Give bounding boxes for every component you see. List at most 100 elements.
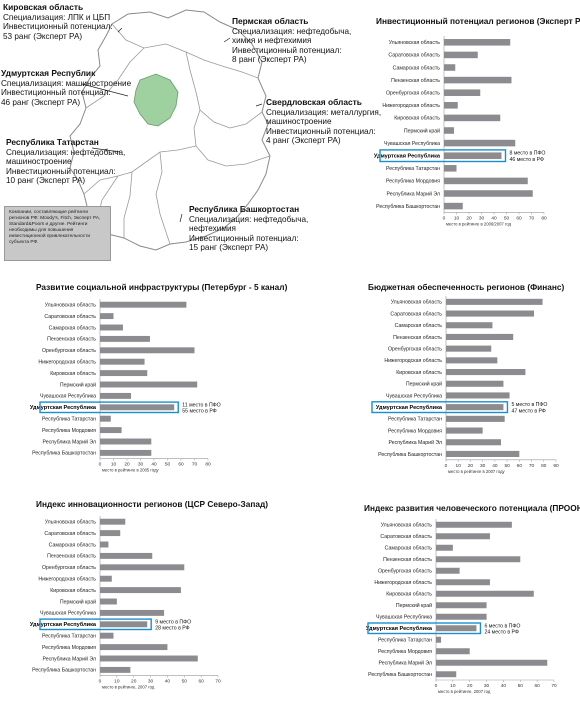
region-name: Республика Татарстан xyxy=(6,137,99,147)
x-tick-label: 80 xyxy=(541,463,547,469)
category-label: Республика Марий Эл xyxy=(42,438,96,445)
region-info-kirov: Кировская область Специализация: ЛПК и Ц… xyxy=(3,2,113,41)
category-label: Пензенская область xyxy=(393,335,442,341)
chart-investment-potential: Инвестиционный потенциал регионов (Экспе… xyxy=(374,16,580,266)
rank-annotation: 9 место в ПФО xyxy=(155,619,191,625)
region-line: машиностроение xyxy=(266,117,332,127)
bar xyxy=(444,177,528,185)
bar xyxy=(444,165,457,172)
bar xyxy=(100,530,121,537)
category-label: Республика Башкортостан xyxy=(378,452,442,458)
bar xyxy=(100,449,152,456)
region-line: Инвестиционный потенциал: xyxy=(266,126,376,136)
region-line: Специализация: ЛПК и ЦБП xyxy=(3,12,111,22)
bar xyxy=(436,671,457,678)
category-label: Республика Татарстан xyxy=(388,417,442,423)
category-label: Нижегородская область xyxy=(382,103,440,109)
bar xyxy=(100,415,111,422)
x-tick-label: 0 xyxy=(445,463,448,469)
region-line: Инвестиционный потенциал: xyxy=(1,88,111,98)
category-label: Саратовская область xyxy=(44,531,96,537)
x-axis-label: место в рейтинге, 2007 год xyxy=(438,689,491,694)
map-inner-borders xyxy=(83,23,271,245)
bar xyxy=(100,609,165,616)
x-tick-label: 60 xyxy=(198,679,204,685)
category-label: Нижегородская область xyxy=(38,360,96,366)
bar xyxy=(100,564,185,571)
rank-annotation: 47 место в РФ xyxy=(511,408,545,414)
category-label: Чувашская Республика xyxy=(40,611,96,617)
region-line: 53 ранг (Эксперт РА) xyxy=(3,31,83,41)
highlight-box xyxy=(371,401,509,414)
chart-budget-provision: Бюджетная обеспеченность регионов (Финан… xyxy=(368,282,578,486)
x-tick-label: 70 xyxy=(215,679,221,685)
chart-human-potential: Индекс развития человеческого потенциала… xyxy=(364,503,580,705)
category-label: Республика Мордовия xyxy=(386,179,440,185)
bar xyxy=(446,345,492,352)
category-label: Самарская область xyxy=(49,542,97,548)
x-tick-label: 10 xyxy=(454,215,460,221)
x-tick-label: 70 xyxy=(551,683,557,689)
bar xyxy=(100,370,148,377)
category-label: Кировская область xyxy=(50,588,96,594)
x-tick-label: 10 xyxy=(111,462,117,468)
x-tick-label: 30 xyxy=(148,679,154,685)
x-tick-label: 40 xyxy=(491,215,497,221)
category-label: Пензенская область xyxy=(383,557,432,563)
bar xyxy=(436,602,487,609)
bar xyxy=(436,648,470,655)
bar-highlighted xyxy=(436,625,477,632)
category-label: Оренбургская область xyxy=(378,569,432,575)
category-label: Чувашская Республика xyxy=(386,393,442,399)
region-info-tatarstan: Республика Татарстан Специализация: нефт… xyxy=(6,137,126,186)
category-label: Оренбургская область xyxy=(386,91,440,97)
x-axis-label: место в рейтинге в 2005 году xyxy=(102,468,160,473)
x-axis-label: место в рейтинге, 2007 год xyxy=(102,685,155,690)
region-name: Пермская область xyxy=(232,16,309,26)
rating-agencies-note: Компании, составляющие рейтинги регионов… xyxy=(4,206,111,261)
category-label: Чувашская Республика xyxy=(376,615,432,621)
bar xyxy=(446,298,543,305)
category-label: Пермский край xyxy=(396,602,432,609)
x-tick-label: 10 xyxy=(450,683,456,689)
region-line: 8 ранг (Эксперт РА) xyxy=(232,55,307,65)
highlight-box xyxy=(367,622,482,635)
x-tick-label: 70 xyxy=(529,215,535,221)
category-label: Саратовская область xyxy=(390,311,442,317)
category-label: Оренбургская область xyxy=(388,346,442,352)
region-name: Республика Башкортостан xyxy=(189,204,300,214)
highlight-box xyxy=(379,149,507,163)
region-line: Специализация: нефтедобыча, xyxy=(232,26,352,36)
bar xyxy=(100,666,131,673)
category-label: Саратовская область xyxy=(388,53,440,59)
region-line: Инвестиционный потенциал: xyxy=(3,22,113,32)
rank-annotation: 11 место в ПФО xyxy=(182,402,220,408)
region-name: Удмуртская Республик xyxy=(1,68,96,78)
category-label: Нижегородская область xyxy=(38,577,96,583)
region-line: Специализация: нефтедобыча, xyxy=(6,147,126,157)
bar xyxy=(444,139,516,147)
category-label: Нижегородская область xyxy=(374,580,432,586)
bar xyxy=(100,358,145,365)
x-tick-label: 80 xyxy=(541,215,547,221)
region-info-bashkortostan: Республика Башкортостан Специализация: н… xyxy=(189,204,308,253)
region-info-udmurtia: Удмуртская Республик Специализация: маши… xyxy=(1,68,131,107)
x-tick-label: 0 xyxy=(99,462,102,468)
bar xyxy=(100,392,132,399)
bar xyxy=(100,632,114,639)
category-label: Республика Башкортостан xyxy=(376,204,440,210)
region-line: Инвестиционный потенциал: xyxy=(6,166,116,176)
bar xyxy=(100,541,109,548)
x-tick-label: 40 xyxy=(501,683,507,689)
bar xyxy=(446,450,520,457)
x-axis-label: место в рейтинге в 2007 году xyxy=(448,469,506,474)
x-tick-label: 30 xyxy=(484,683,490,689)
region-line: 15 ранг (Эксперт РА) xyxy=(189,243,269,253)
x-tick-label: 20 xyxy=(466,215,472,221)
category-label: Республика Мордовия xyxy=(42,645,96,651)
x-tick-label: 20 xyxy=(468,463,474,469)
map-section: Кировская область Специализация: ЛПК и Ц… xyxy=(0,0,381,270)
region-line: 10 ранг (Эксперт РА) xyxy=(6,176,86,186)
bar xyxy=(444,102,458,109)
